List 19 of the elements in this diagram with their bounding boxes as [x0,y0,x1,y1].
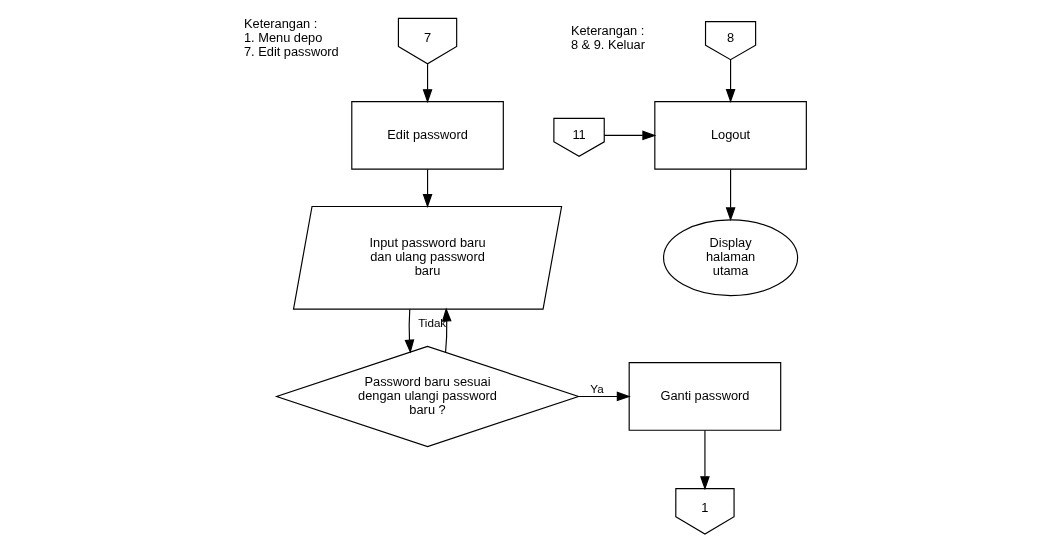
arrow [422,168,433,208]
node-box: Ganti password [628,362,782,431]
arrow [725,168,736,222]
edge-label: Tidak [418,316,447,330]
label: Keterangan : [243,15,318,31]
label: Keterangan : [570,22,645,38]
arrow [441,307,452,353]
arrow [422,63,433,104]
arrow [700,429,710,491]
arrow [725,59,736,103]
node-ellipse: Display halaman utama [662,219,799,297]
node-diamond: Password baru sesuai dengan ulangi password baru ? [274,345,581,448]
label: 7. Edit password [243,43,339,59]
arrow [603,130,657,141]
arrow [578,391,631,402]
node-box: Edit password [351,101,504,170]
edge-label: Ya [590,381,604,395]
arrow [404,308,415,354]
node-box: Logout [654,101,807,170]
